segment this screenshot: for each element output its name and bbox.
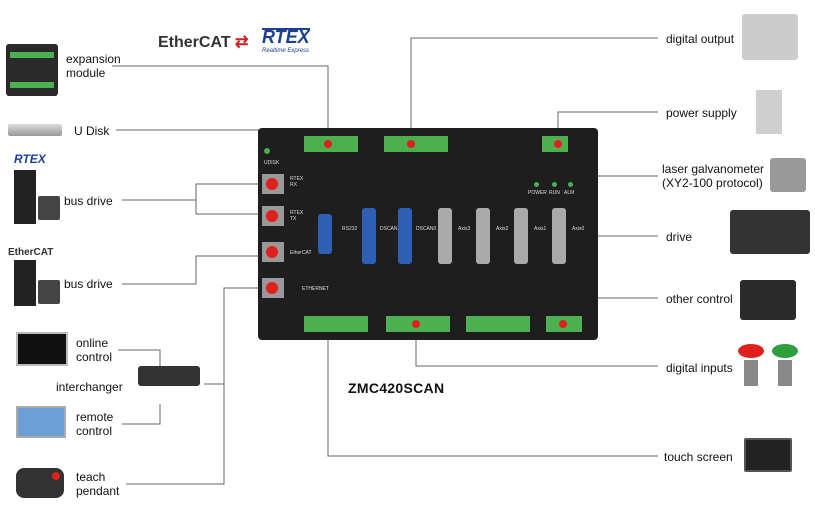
push-button-green-image: [772, 344, 798, 388]
wire-remote: [122, 404, 161, 425]
port-label-rs232: RS232: [342, 226, 358, 232]
rtex-logo-subtitle: Realtime Express: [262, 48, 310, 54]
rtex-logo-text: RTEX: [262, 27, 310, 47]
port-rtex-tx[interactable]: [262, 206, 284, 226]
ethercat-arrows-icon: ⇄: [235, 34, 249, 51]
wire-bus-drive-1: [122, 183, 262, 201]
galvanometer-image: [770, 158, 806, 192]
motor-1-image: [38, 196, 60, 220]
label-laser-galvanometer: laser galvanometer (XY2-100 protocol): [662, 162, 765, 190]
push-button-red-image: [738, 344, 764, 388]
label-drive: drive: [666, 230, 693, 244]
wire-digital-output: [410, 37, 658, 146]
label-bus-drive-2: bus drive: [64, 277, 113, 291]
port-label-dscan1: DSCAN1: [380, 226, 401, 232]
port-axis3[interactable]: [438, 208, 452, 264]
terminal-bottom-3: [466, 316, 530, 332]
led-power: POWER: [528, 190, 547, 196]
touch-screen-image: [744, 438, 792, 472]
wire-bus-drive-1b: [195, 200, 262, 215]
port-axis0[interactable]: [552, 208, 566, 264]
ethercat-logo: EtherCAT ⇄: [158, 34, 249, 51]
label-u-disk: U Disk: [74, 124, 110, 138]
label-teach-pendant: teach pendant: [76, 470, 120, 498]
port-ethercat[interactable]: [262, 242, 284, 262]
port-dscan0[interactable]: [398, 208, 412, 264]
label-other-control: other control: [666, 292, 733, 306]
wire-teach: [126, 384, 225, 485]
bus-drive-1-image: [14, 170, 36, 224]
port-label-dscan0: DSCAN0: [416, 226, 437, 232]
label-touch-screen: touch screen: [664, 450, 733, 464]
rtex-logo: RTEX Realtime Express: [262, 28, 310, 58]
led-run: RUN: [549, 190, 560, 196]
label-digital-inputs: digital inputs: [666, 361, 733, 375]
port-label-udisk: UDISK: [264, 160, 280, 166]
wire-expansion-module: [112, 65, 329, 146]
label-online-control: online control: [76, 336, 113, 364]
port-label-rtex-rx: RTEX RX: [290, 176, 304, 188]
teach-pendant-image: [16, 468, 64, 498]
label-expansion-module: expansion module: [66, 52, 121, 80]
laptop-image: [16, 406, 66, 438]
motor-2-image: [38, 280, 60, 304]
led-alm: ALM: [564, 190, 575, 196]
terminal-top-2: [384, 136, 448, 152]
u-disk-image: [8, 124, 62, 136]
port-ethernet[interactable]: [262, 278, 284, 298]
port-label-rtex-tx: RTEX TX: [290, 210, 304, 222]
port-label-axis2: Axis2: [496, 226, 509, 232]
wire-u-disk: [116, 129, 271, 150]
port-axis1[interactable]: [514, 208, 528, 264]
terminal-bottom-1: [304, 316, 368, 332]
port-label-ethernet: ETHERNET: [302, 286, 329, 292]
bus-drive-2-image: [14, 260, 36, 306]
port-label-axis0: Axis0: [572, 226, 585, 232]
rtex-small-logo: RTEX: [14, 152, 46, 166]
port-dscan1[interactable]: [362, 208, 376, 264]
port-rtex-rx[interactable]: [262, 174, 284, 194]
wire-interchanger: [204, 287, 262, 385]
label-interchanger: interchanger: [56, 380, 123, 394]
wire-bus-drive-2: [122, 255, 262, 285]
label-bus-drive-1: bus drive: [64, 194, 113, 208]
switch-image: [138, 366, 200, 386]
port-axis2[interactable]: [476, 208, 490, 264]
port-label-ethercat: EtherCAT: [290, 250, 312, 256]
label-power-supply: power supply: [666, 106, 737, 120]
wire-online: [118, 349, 161, 366]
monitor-image: [16, 332, 68, 366]
controller-body: UDISK RTEX RX RTEX TX EtherCAT ETHERNET …: [258, 128, 598, 340]
power-supply-image: [756, 90, 782, 134]
port-rs232[interactable]: [318, 214, 332, 254]
label-remote-control: remote control: [76, 410, 114, 438]
expansion-module-image: [6, 44, 58, 96]
other-control-image: [740, 280, 796, 320]
label-digital-output: digital output: [666, 32, 735, 46]
port-label-axis3: Axis3: [458, 226, 471, 232]
port-label-axis1: Axis1: [534, 226, 547, 232]
ethercat-small-logo: EtherCAT: [8, 247, 54, 258]
ethercat-logo-text: EtherCAT: [158, 34, 231, 51]
solenoid-valve-image: [742, 14, 798, 60]
drive-image: [730, 210, 810, 254]
controller-model-title: ZMC420SCAN: [348, 380, 445, 396]
